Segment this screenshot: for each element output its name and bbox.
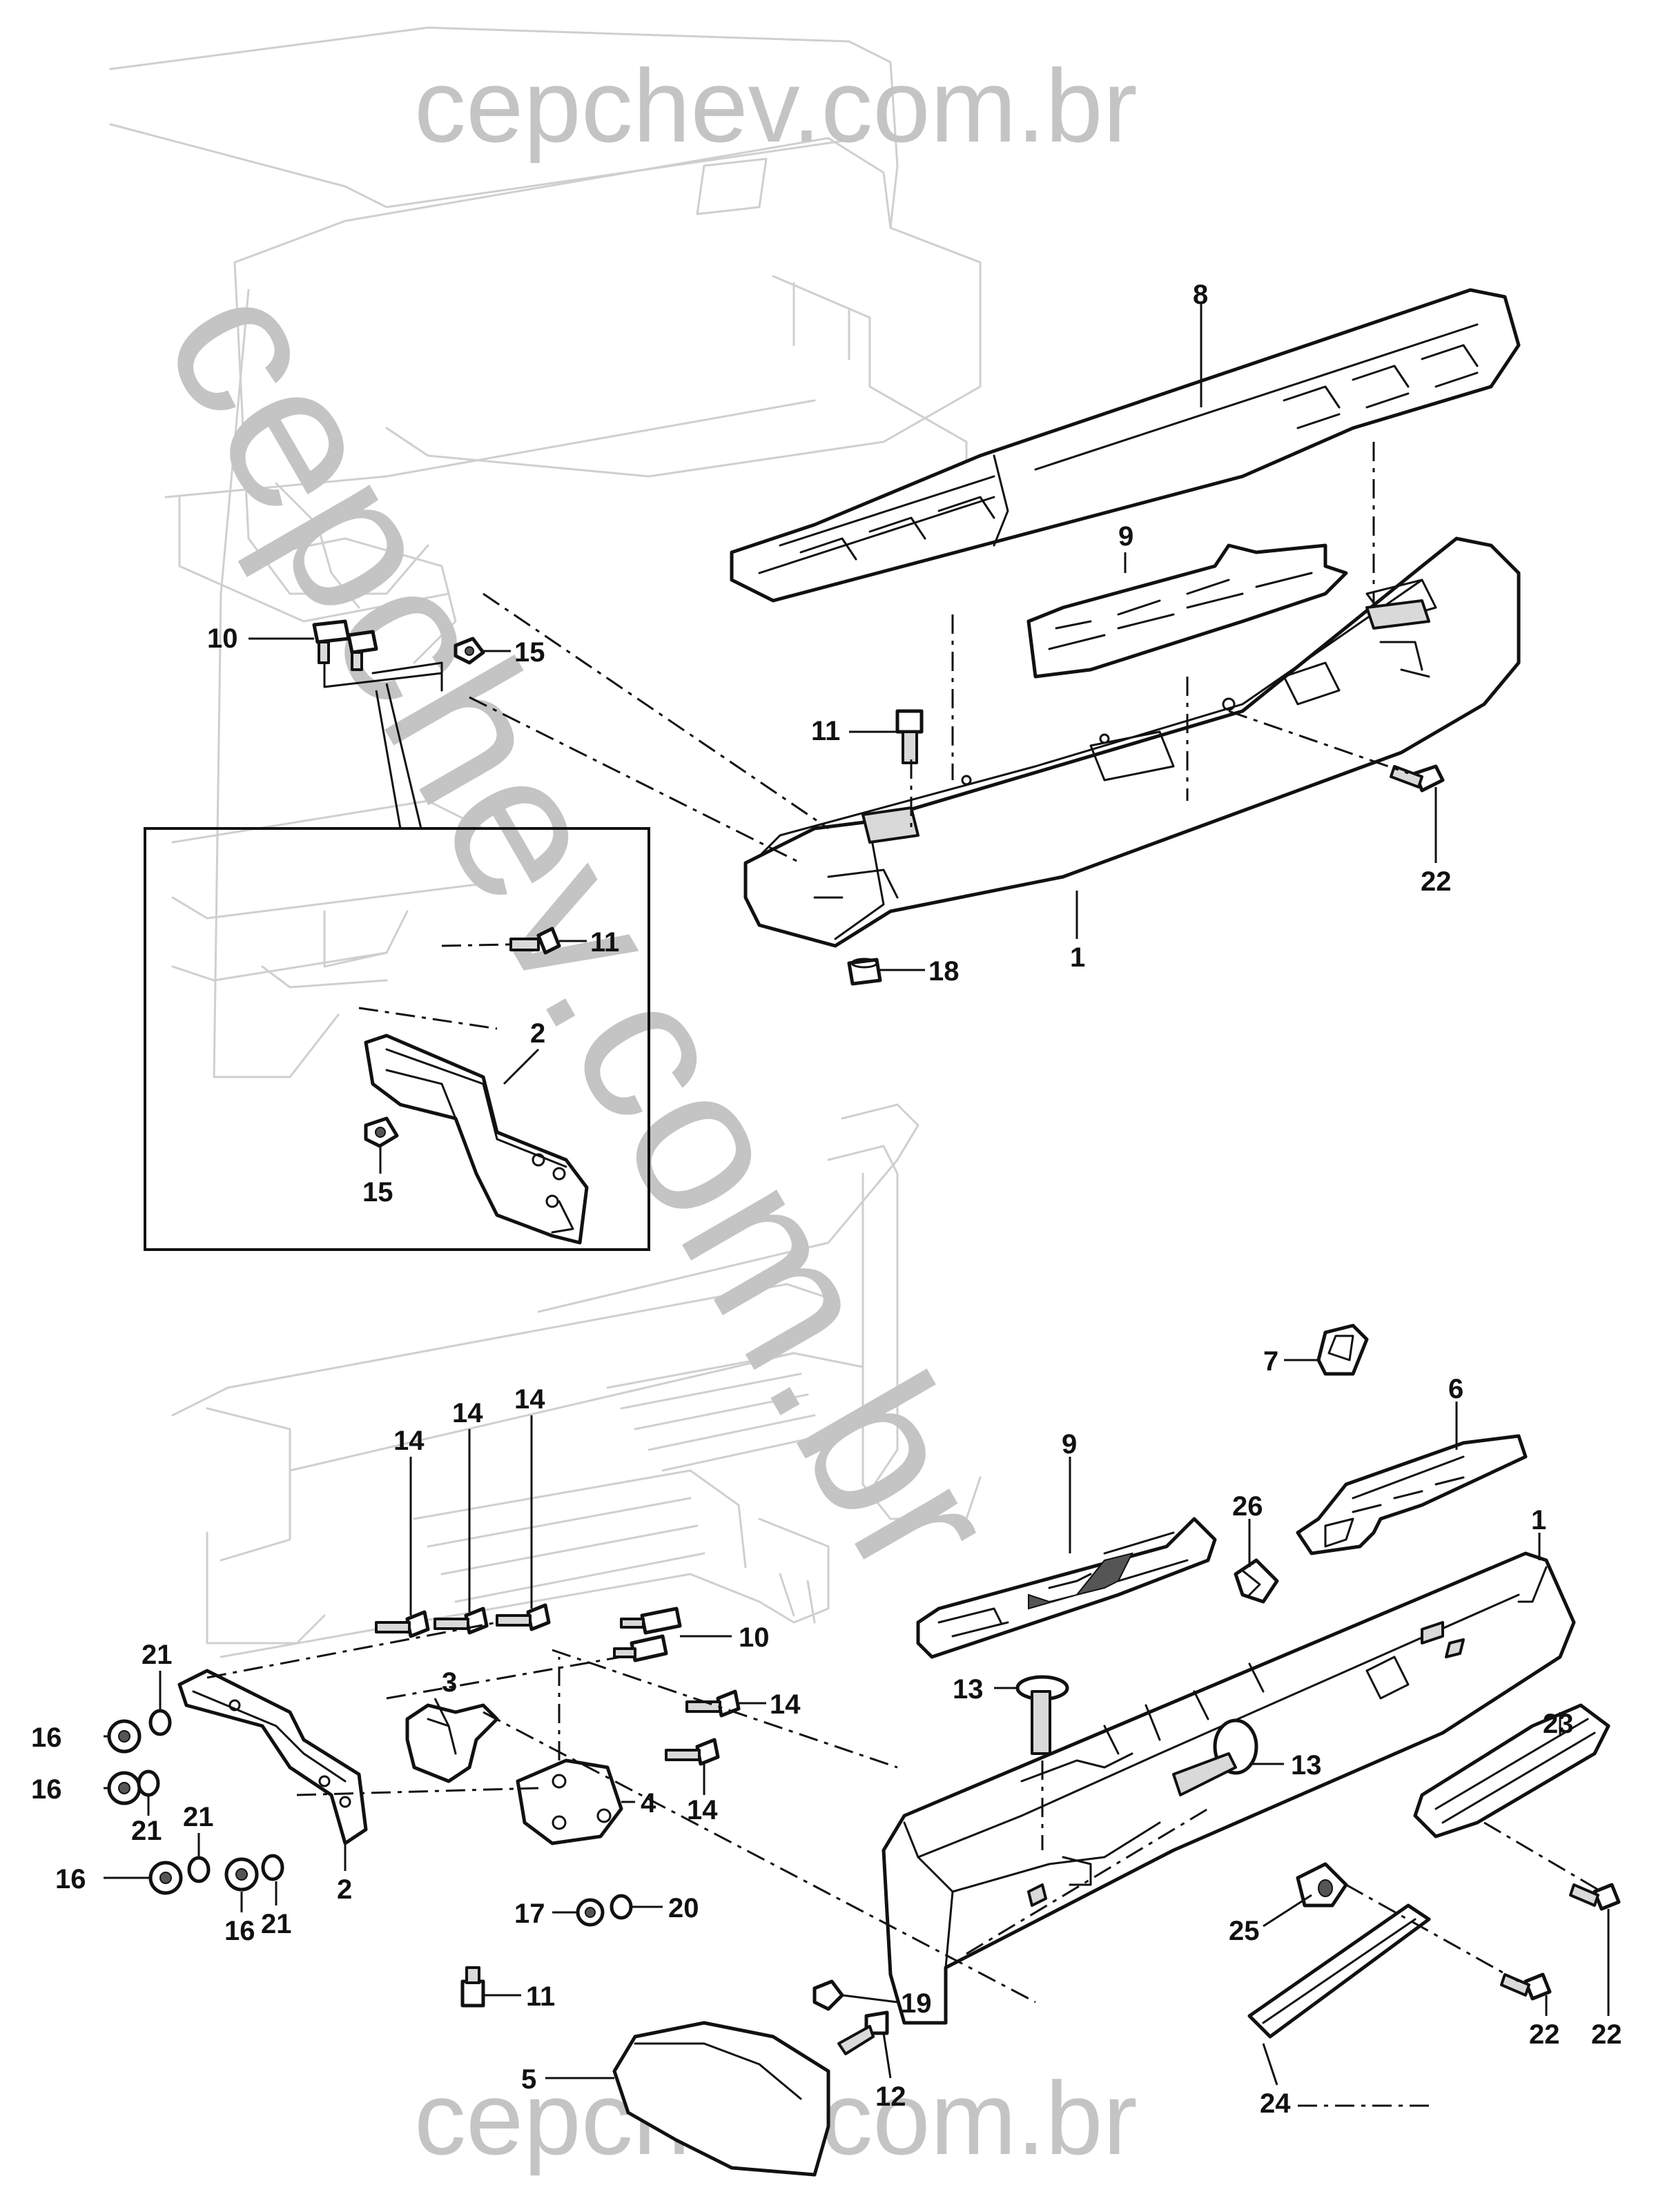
callout-14-d: 14	[770, 1689, 801, 1720]
nut-16-c	[148, 1861, 183, 1895]
end-cap-5	[612, 2021, 830, 2177]
callout-14-b: 14	[452, 1398, 483, 1428]
bolt-12	[837, 2010, 889, 2055]
nut-15-detail	[364, 1116, 399, 1148]
washer-21-b	[137, 1769, 160, 1797]
callout-22-top: 22	[1421, 866, 1452, 897]
callout-11-detail: 11	[590, 927, 619, 958]
washer-21-a	[148, 1709, 172, 1736]
nut-19	[812, 1979, 844, 2011]
watermark-top: cepchev.com.br	[414, 48, 1138, 164]
callout-21-d: 21	[261, 1909, 292, 1939]
callout-4: 4	[641, 1788, 656, 1818]
bracket-4	[516, 1758, 623, 1845]
bolt-14-b	[434, 1607, 489, 1635]
callout-16-b: 16	[31, 1774, 62, 1805]
watermark-diagonal: cepchev.com.br	[119, 244, 1044, 1613]
callout-24: 24	[1260, 2088, 1291, 2119]
step-pad-9-bottom	[916, 1517, 1217, 1659]
bolt-11-detail	[509, 926, 561, 955]
callout-19: 19	[901, 1988, 932, 2019]
vehicle-outline-top	[109, 26, 982, 1078]
bumper-1-top	[743, 536, 1521, 948]
nut-17	[576, 1898, 605, 1927]
nut-16-b	[107, 1771, 142, 1805]
callout-15-detail: 15	[362, 1177, 393, 1207]
callout-16-d: 16	[224, 1916, 255, 1946]
bolt-14-a	[375, 1610, 430, 1638]
callout-11-bottom: 11	[526, 1981, 555, 2012]
callout-21-a: 21	[142, 1640, 173, 1670]
callout-17: 17	[514, 1899, 545, 1929]
callout-21-b: 21	[131, 1816, 162, 1846]
detail-inset	[144, 827, 650, 1251]
bolt-11-bottom	[460, 1966, 485, 2008]
bracket-2-bottom	[177, 1669, 368, 1845]
callout-25: 25	[1229, 1916, 1260, 1946]
bracket-3	[405, 1703, 499, 1783]
callout-12: 12	[875, 2082, 906, 2112]
callout-14-a: 14	[393, 1426, 425, 1456]
callout-14-e: 14	[687, 1795, 718, 1825]
callout-2-detail: 2	[530, 1018, 545, 1049]
callout-1-bottom: 1	[1531, 1505, 1546, 1535]
callout-18: 18	[928, 956, 960, 987]
step-pad-24	[1247, 1903, 1431, 2039]
callout-8: 8	[1193, 280, 1208, 310]
callout-23: 23	[1543, 1709, 1574, 1739]
bracket-2-detail	[364, 1034, 589, 1245]
washer-21-d	[261, 1854, 284, 1881]
callout-22-a: 22	[1529, 2019, 1560, 2050]
bolt-10-top	[312, 619, 378, 671]
callout-13-bolt: 13	[953, 1674, 984, 1705]
clip-10-bottom	[613, 1607, 682, 1662]
step-pad-23	[1413, 1703, 1610, 1839]
callout-15-top: 15	[514, 637, 545, 668]
washer-21-c	[187, 1856, 211, 1883]
bolt-14-d	[685, 1689, 741, 1718]
bolt-14-e	[665, 1738, 720, 1766]
callout-21-c: 21	[183, 1802, 214, 1832]
bolt-14-c	[496, 1603, 551, 1631]
callout-22-b: 22	[1591, 2019, 1622, 2050]
nut-16-a	[107, 1719, 142, 1754]
nut-16-d	[224, 1857, 259, 1892]
clip-26	[1234, 1558, 1279, 1604]
washer-20	[610, 1894, 633, 1920]
bolt-11-top	[895, 709, 924, 764]
callout-26: 26	[1232, 1491, 1263, 1522]
bolt-22-a	[1500, 1972, 1552, 2001]
nut-15-top	[454, 637, 485, 665]
callout-7: 7	[1263, 1346, 1278, 1377]
callout-20: 20	[668, 1893, 699, 1923]
callout-labels: 8 9 10 15 11 22 1 18 11 2 15 7 6 9 26 1 …	[31, 280, 1622, 2119]
callout-13-lamp: 13	[1291, 1750, 1322, 1781]
callout-11-top: 11	[811, 716, 840, 746]
callout-2-bottom: 2	[337, 1874, 352, 1905]
step-pad-9-top	[1026, 543, 1348, 679]
callout-10-bottom: 10	[739, 1622, 770, 1653]
nut-18	[847, 958, 882, 986]
vehicle-outline-bottom	[171, 1103, 982, 1658]
callout-3: 3	[442, 1667, 457, 1698]
bumper-1-bottom	[882, 1551, 1576, 2025]
bolt-22-b	[1569, 1883, 1621, 1911]
callout-6: 6	[1448, 1374, 1463, 1404]
callout-14-c: 14	[514, 1384, 545, 1415]
bottom-leaders	[104, 1359, 1610, 2107]
callout-9-top: 9	[1118, 521, 1133, 552]
callout-1-top: 1	[1070, 942, 1085, 973]
callout-5: 5	[521, 2064, 536, 2095]
bolt-22-top	[1390, 764, 1445, 793]
callout-9-bottom: 9	[1062, 1429, 1077, 1459]
bolt-13-carriage	[1015, 1675, 1069, 1755]
callout-16-a: 16	[31, 1723, 62, 1753]
step-pad-8	[730, 288, 1521, 603]
callout-16-c: 16	[55, 1864, 86, 1894]
lamp-13	[1172, 1718, 1258, 1796]
step-pad-6	[1296, 1434, 1528, 1555]
bezel-7	[1316, 1323, 1369, 1376]
callout-10-top: 10	[207, 623, 238, 654]
